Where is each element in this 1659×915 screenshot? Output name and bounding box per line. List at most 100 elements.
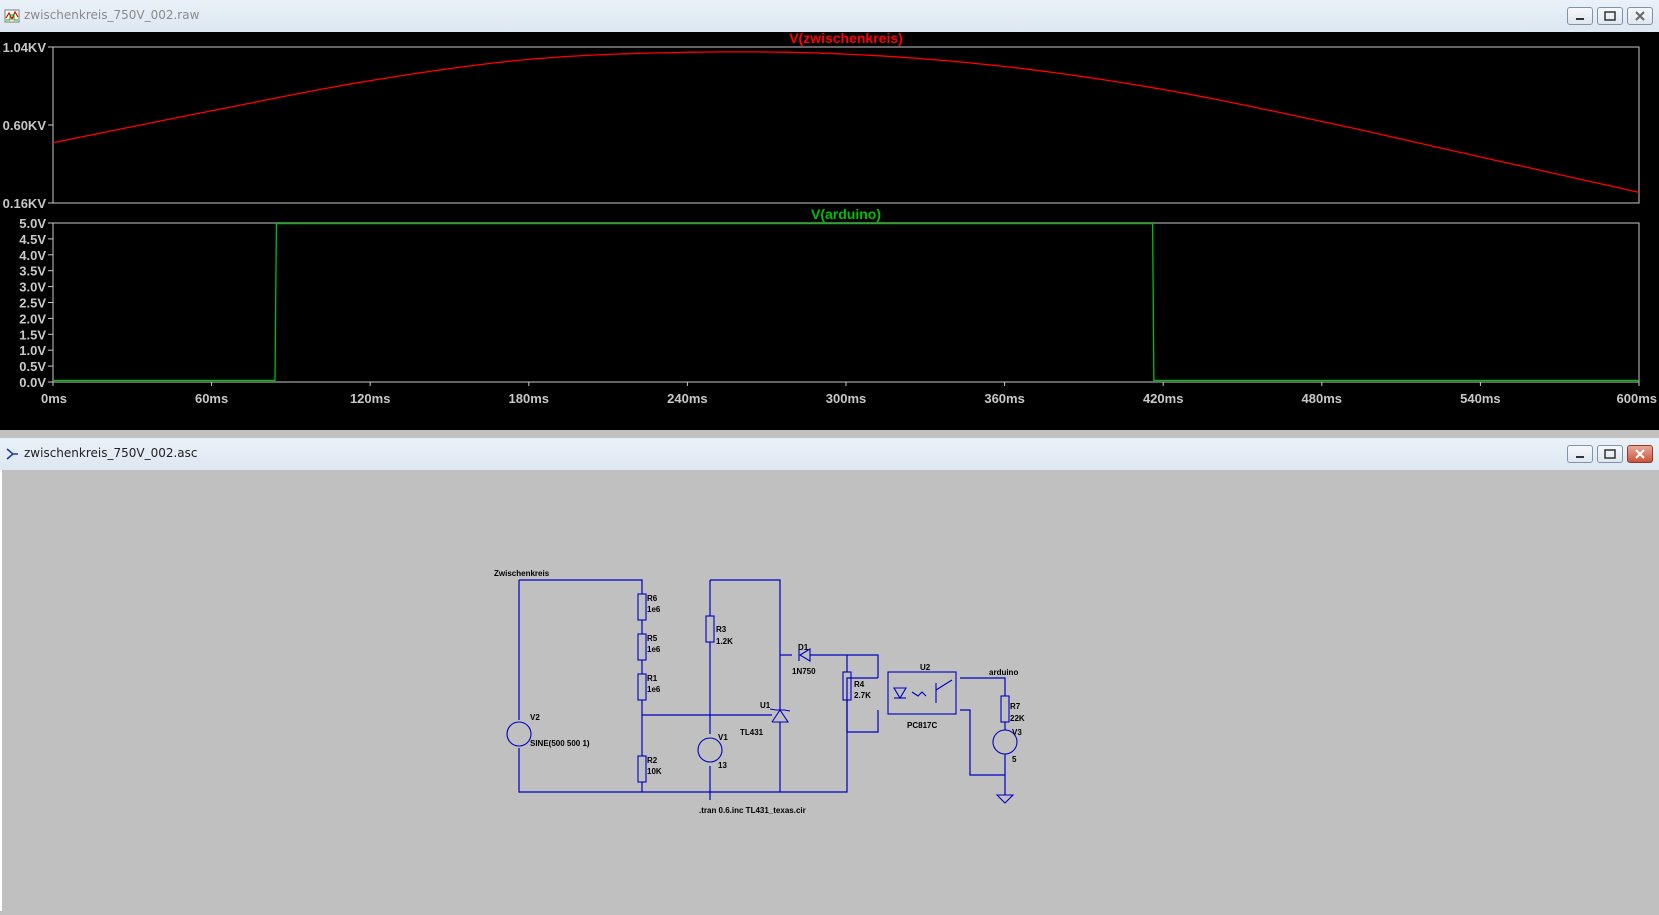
net-label-arduino[interactable]: arduino [989, 668, 1018, 677]
restore-icon [1604, 449, 1616, 459]
x-tick-label: 600ms [1617, 391, 1657, 406]
resistor-r6[interactable] [637, 593, 647, 621]
wire[interactable] [960, 709, 1005, 776]
y-tick-label: 1.04KV [3, 40, 47, 55]
value-r6[interactable]: 1e6 [647, 605, 661, 614]
circuit-schematic[interactable]: ZwischenkreisR61e6R51e6R11e6R210KR31.2KR… [2, 470, 1659, 911]
close-icon [1635, 11, 1645, 21]
x-tick-label: 120ms [350, 391, 390, 406]
y-tick-label: 0.0V [19, 375, 46, 390]
net-label-zwischenkreis[interactable]: Zwischenkreis [494, 569, 550, 578]
resistor-r5[interactable] [637, 633, 647, 661]
y-tick-label: 3.5V [19, 264, 46, 279]
resistor-r2[interactable] [637, 755, 647, 783]
value-v1[interactable]: 13 [718, 761, 727, 770]
ground-symbol[interactable] [995, 794, 1015, 804]
restore-button[interactable] [1597, 7, 1623, 25]
trace-label-arduino[interactable]: V(arduino) [811, 206, 881, 222]
y-tick-label: 4.5V [19, 232, 46, 247]
wire[interactable] [519, 579, 643, 594]
wire[interactable] [518, 677, 878, 793]
label-r7[interactable]: R7 [1010, 702, 1021, 711]
trace-zwischenkreis[interactable] [52, 51, 1640, 194]
x-tick-label: 0ms [41, 391, 67, 406]
schematic-icon [6, 448, 18, 460]
pane-zwischenkreis[interactable] [52, 46, 1640, 204]
value-r2[interactable]: 10K [647, 767, 662, 776]
label-r3[interactable]: R3 [716, 625, 727, 634]
trace-label-zwischenkreis[interactable]: V(zwischenkreis) [789, 30, 903, 46]
label-v3[interactable]: V3 [1012, 728, 1022, 737]
resistor-r4[interactable] [842, 671, 852, 701]
value-r5[interactable]: 1e6 [647, 645, 661, 654]
y-tick-label: 0.16KV [3, 196, 47, 211]
y-tick-label: 0.5V [19, 359, 46, 374]
y-tick-label: 4.0V [19, 248, 46, 263]
minimize-button[interactable] [1567, 445, 1593, 463]
optocoupler-light[interactable] [911, 691, 927, 697]
label-v1[interactable]: V1 [718, 733, 728, 742]
value-u2[interactable]: PC817C [907, 721, 937, 730]
minimize-button[interactable] [1567, 7, 1593, 25]
value-r4[interactable]: 2.7K [854, 691, 871, 700]
y-tick-label: 0.60KV [3, 118, 47, 133]
wire[interactable] [846, 700, 879, 733]
tl431-symbol[interactable] [771, 709, 790, 723]
wire[interactable] [810, 654, 879, 678]
tl431-bar[interactable] [769, 708, 791, 712]
voltage-source-v1[interactable] [697, 737, 723, 763]
y-tick-label: 2.0V [19, 311, 46, 326]
diode-d1[interactable] [798, 648, 811, 662]
x-tick-label: 300ms [826, 391, 866, 406]
value-v3[interactable]: 5 [1012, 755, 1017, 764]
label-r5[interactable]: R5 [647, 634, 658, 643]
y-tick-label: 2.5V [19, 296, 46, 311]
x-tick-label: 480ms [1302, 391, 1342, 406]
wire[interactable] [960, 677, 1006, 696]
x-tick-label: 360ms [984, 391, 1024, 406]
voltage-source-v2[interactable] [506, 721, 532, 747]
label-r2[interactable]: R2 [647, 756, 658, 765]
resistor-r1[interactable] [637, 673, 647, 701]
x-tick-label: 180ms [509, 391, 549, 406]
y-tick-label: 1.5V [19, 327, 46, 342]
optocoupler-transistor[interactable] [935, 679, 953, 691]
label-v2[interactable]: V2 [530, 713, 540, 722]
value-d1[interactable]: 1N750 [792, 667, 816, 676]
y-tick-label: 1.0V [19, 343, 46, 358]
value-r7[interactable]: 22K [1010, 714, 1025, 723]
waveform-plot-area[interactable]: V(zwischenkreis) 1.04KV 0.60KV 0.16KV V(ar… [0, 30, 1659, 430]
x-tick-label: 540ms [1460, 391, 1500, 406]
close-button[interactable] [1627, 445, 1653, 463]
spice-directive[interactable]: .tran 0.6.inc TL431_texas.cir [699, 806, 806, 815]
value-v2[interactable]: SINE(500 500 1) [530, 739, 590, 748]
label-u2[interactable]: U2 [920, 663, 931, 672]
optocoupler-u2[interactable] [887, 671, 957, 715]
plot-window-titlebar[interactable]: zwischenkreis_750V_002.raw [0, 0, 1659, 33]
label-r4[interactable]: R4 [854, 680, 865, 689]
label-d1[interactable]: D1 [798, 643, 809, 652]
label-r1[interactable]: R1 [647, 674, 658, 683]
value-r3[interactable]: 1.2K [716, 637, 733, 646]
trace-arduino[interactable] [53, 222, 1639, 382]
label-u1[interactable]: U1 [760, 701, 771, 710]
schematic-window-titlebar[interactable]: zwischenkreis_750V_002.asc [0, 438, 1659, 471]
restore-button[interactable] [1597, 445, 1623, 463]
value-u1[interactable]: TL431 [740, 728, 764, 737]
pane-arduino[interactable] [52, 222, 1640, 383]
close-icon [1635, 449, 1645, 459]
x-tick-label: 60ms [195, 391, 228, 406]
schematic-window-title: zwischenkreis_750V_002.asc [24, 446, 198, 460]
label-r6[interactable]: R6 [647, 594, 658, 603]
wire[interactable] [710, 579, 781, 710]
optocoupler-led[interactable] [893, 687, 907, 700]
resistor-r7[interactable] [1000, 695, 1010, 723]
close-button[interactable] [1627, 7, 1653, 25]
waveform-plot[interactable]: V(zwischenkreis) 1.04KV 0.60KV 0.16KV V(ar… [0, 30, 1659, 430]
value-r1[interactable]: 1e6 [647, 685, 661, 694]
y-tick-label: 3.0V [19, 280, 46, 295]
voltage-source-v3[interactable] [992, 729, 1018, 755]
y-tick-label: 5.0V [19, 216, 46, 231]
resistor-r3[interactable] [705, 615, 715, 643]
